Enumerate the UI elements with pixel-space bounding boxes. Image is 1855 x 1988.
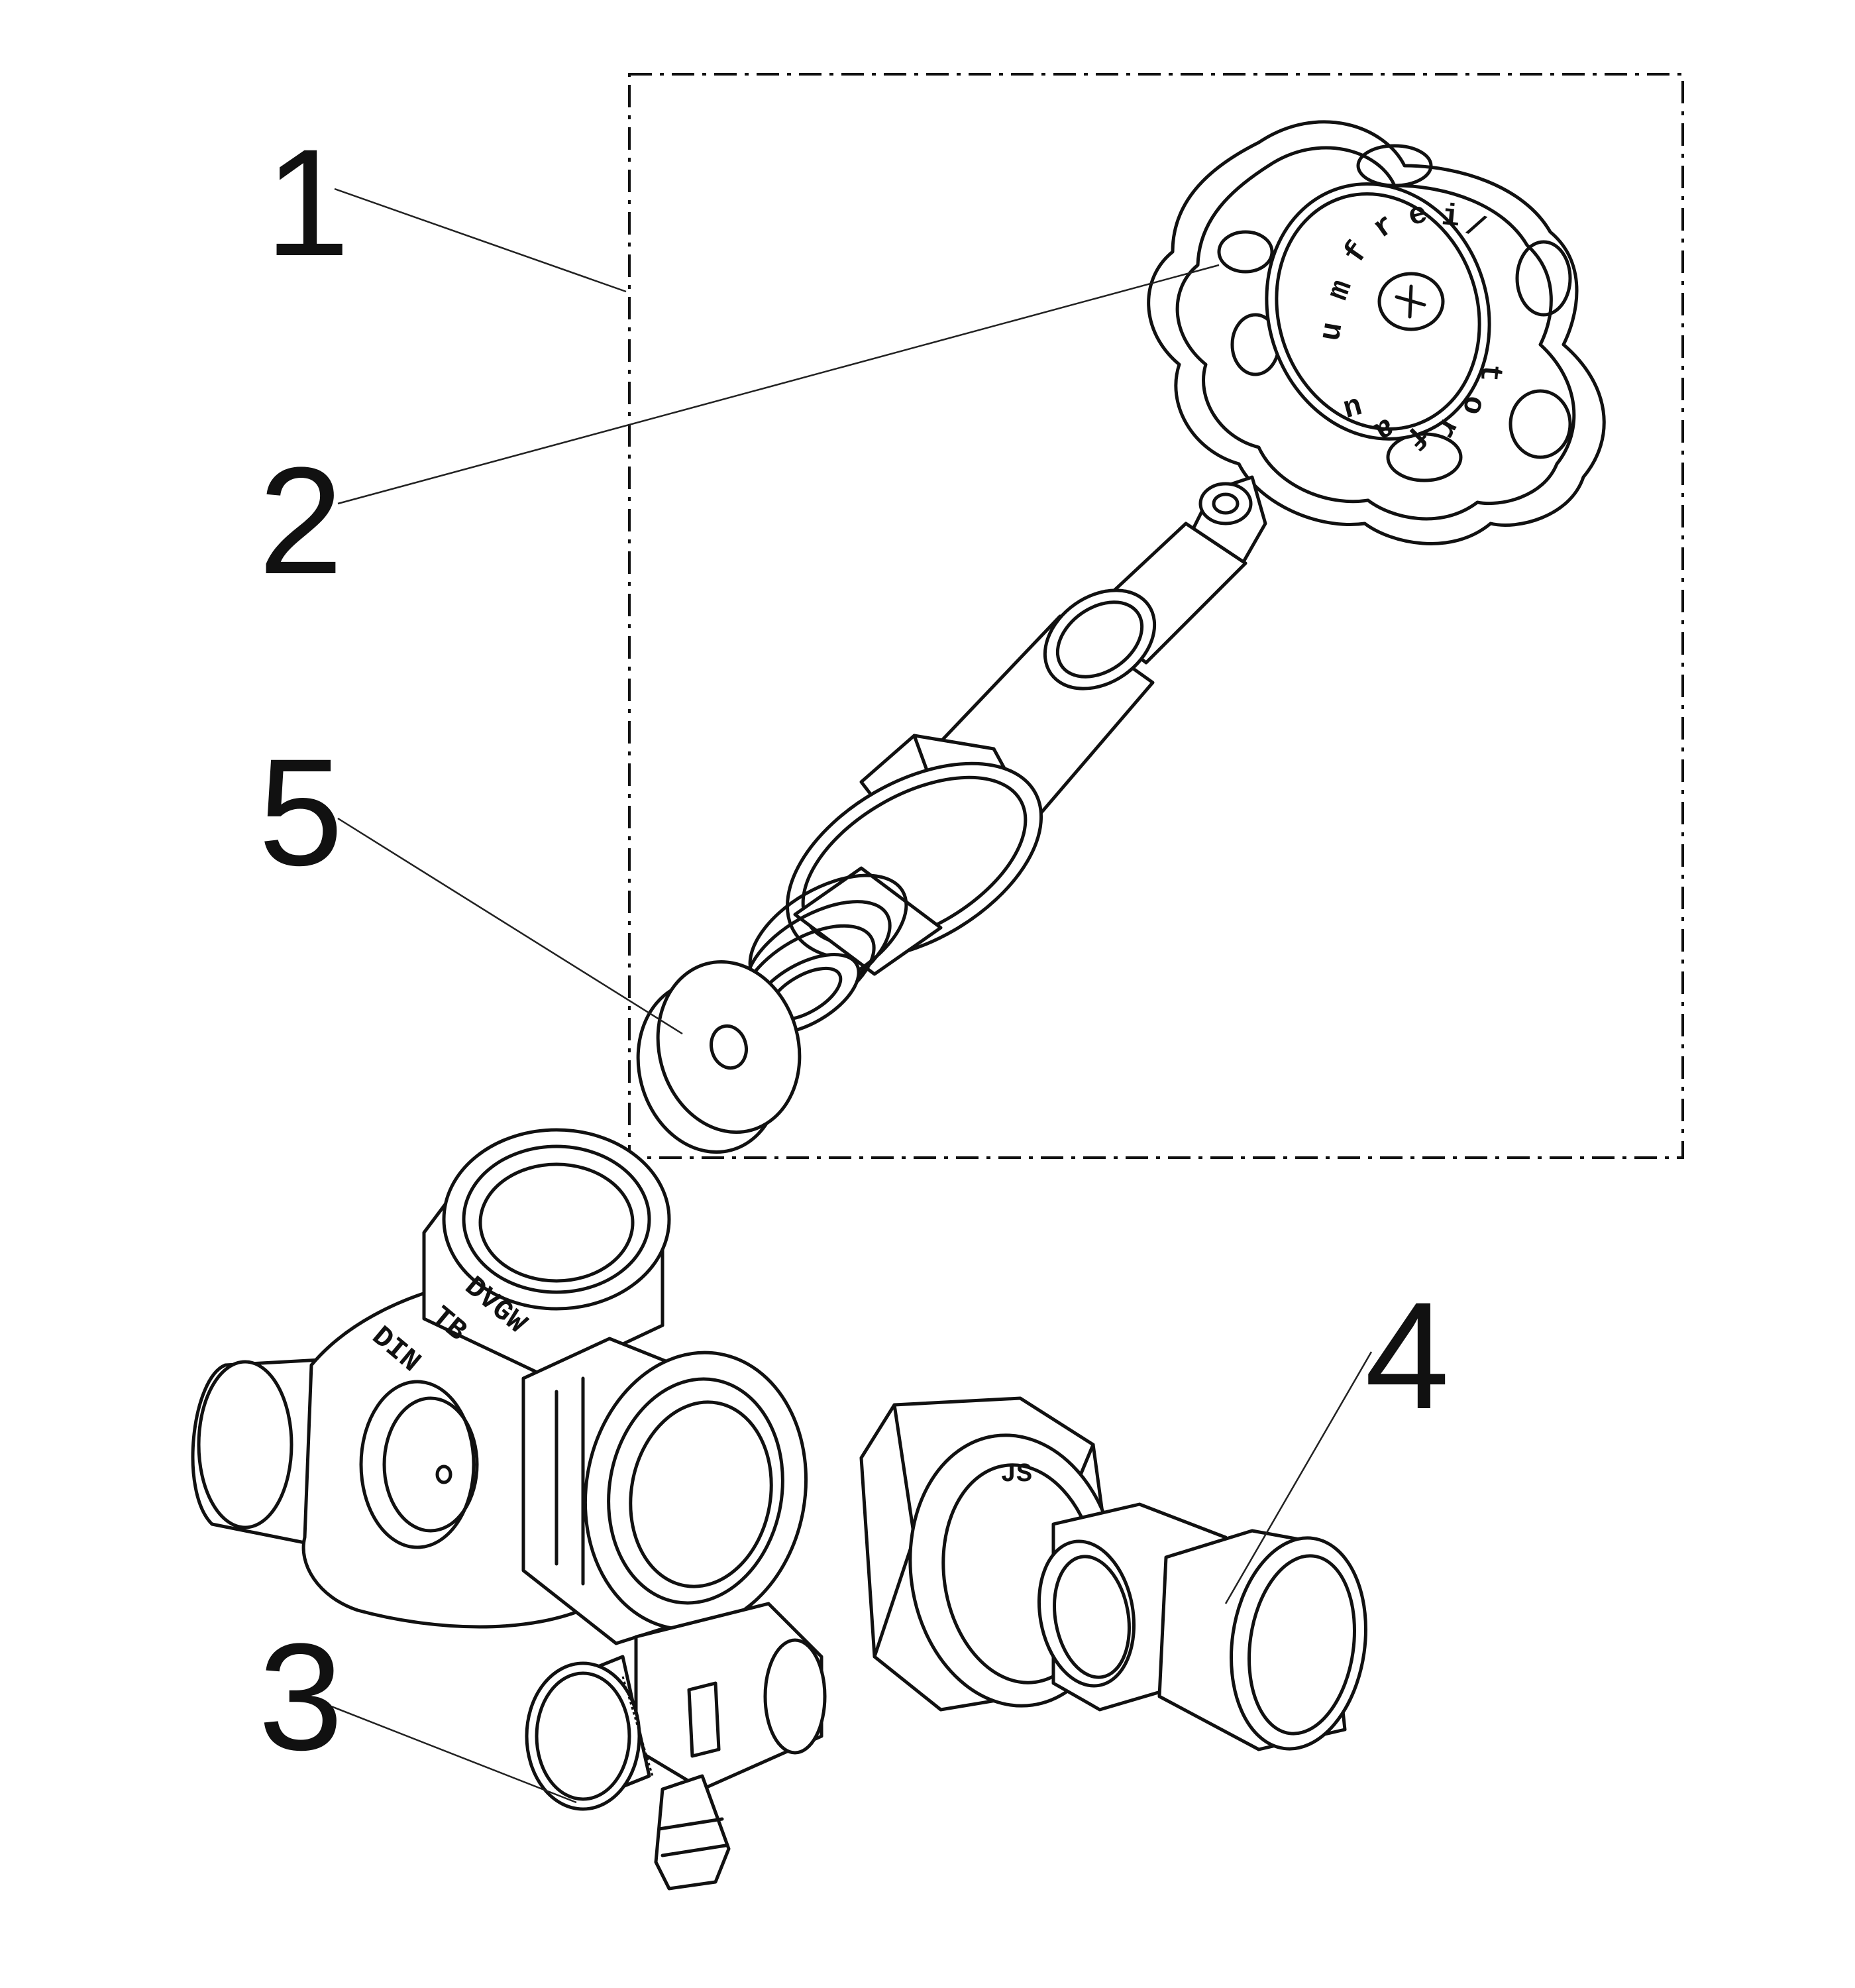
leader-line-4 — [1224, 1351, 1373, 1604]
callout-1: 1 — [265, 117, 350, 288]
handwheel: u m f r e i / t o r f a u — [1147, 120, 1606, 545]
callout-5: 5 — [258, 727, 343, 897]
leader-line-1 — [334, 188, 627, 293]
handwheel-cap — [1265, 182, 1491, 441]
assembly-boundary-box — [628, 73, 1684, 1159]
js-marking: JS — [1000, 1460, 1032, 1490]
callout-2: 2 — [258, 435, 343, 606]
union-connector: JS — [859, 1396, 1367, 1751]
handwheel-letter: i — [1440, 199, 1461, 235]
leader-line-3 — [331, 1705, 577, 1804]
leader-line-2 — [337, 264, 1220, 505]
drain-valve — [525, 1602, 827, 1891]
callout-4: 4 — [1365, 1270, 1450, 1441]
handwheel-letter: t — [1472, 362, 1508, 384]
washer — [636, 960, 802, 1154]
valve-head-spindle — [741, 475, 1267, 1036]
valve-body: DVGW TB DIN — [191, 1128, 808, 1645]
callout-3: 3 — [258, 1612, 343, 1782]
leader-line-5 — [337, 817, 683, 1035]
